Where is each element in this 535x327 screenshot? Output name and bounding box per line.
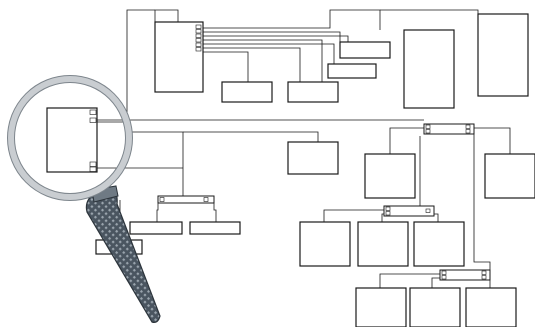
top-controller-block — [154, 21, 204, 93]
right-middle-block-3 — [413, 221, 465, 267]
top-small-block-4 — [327, 63, 377, 79]
top-tall-block-1 — [403, 29, 455, 109]
top-small-block-2 — [287, 81, 339, 103]
wire — [203, 51, 249, 82]
wire — [203, 31, 341, 42]
middle-block — [287, 141, 339, 175]
wire — [381, 213, 384, 222]
lower-left-bus — [157, 195, 215, 204]
wire — [203, 43, 335, 64]
right-lower-block-1 — [355, 287, 407, 327]
right-middle-bus — [383, 205, 435, 217]
magnifying-glass-icon — [7, 75, 161, 323]
top-small-block-1 — [221, 81, 273, 103]
middle-module-group — [95, 141, 339, 255]
lower-left-block-2 — [189, 221, 241, 235]
magnifier-handle — [85, 187, 161, 323]
wire — [389, 127, 424, 154]
magnifier-lens-ring — [7, 75, 133, 201]
right-lower-bus — [439, 269, 491, 281]
right-block-right — [484, 153, 535, 199]
wire — [97, 121, 184, 168]
wire — [183, 131, 319, 142]
top-small-block-3 — [339, 41, 391, 59]
right-module-group — [299, 123, 535, 327]
magnified-block — [46, 107, 98, 173]
wire — [126, 9, 155, 120]
right-middle-block-2 — [357, 221, 409, 267]
wire — [203, 35, 349, 42]
right-lower-block-2 — [409, 287, 461, 327]
wire — [96, 110, 424, 121]
top-module-group — [154, 13, 529, 109]
top-controller-pins — [195, 24, 202, 52]
wire — [154, 9, 179, 28]
top-tall-block-2 — [477, 13, 529, 97]
wire — [474, 127, 511, 154]
wire — [203, 39, 323, 82]
wire — [213, 200, 217, 222]
wire — [203, 9, 381, 30]
wire — [379, 273, 440, 288]
lower-left-block-1 — [129, 221, 183, 235]
wire — [431, 277, 440, 288]
wire — [380, 9, 479, 14]
right-lower-block-3 — [465, 287, 517, 327]
right-middle-block-1 — [299, 221, 351, 267]
wire — [434, 213, 439, 222]
right-upper-bus — [423, 123, 475, 135]
wire — [323, 209, 384, 222]
wire — [203, 47, 301, 82]
wire — [158, 168, 184, 197]
right-block-left — [364, 153, 416, 199]
